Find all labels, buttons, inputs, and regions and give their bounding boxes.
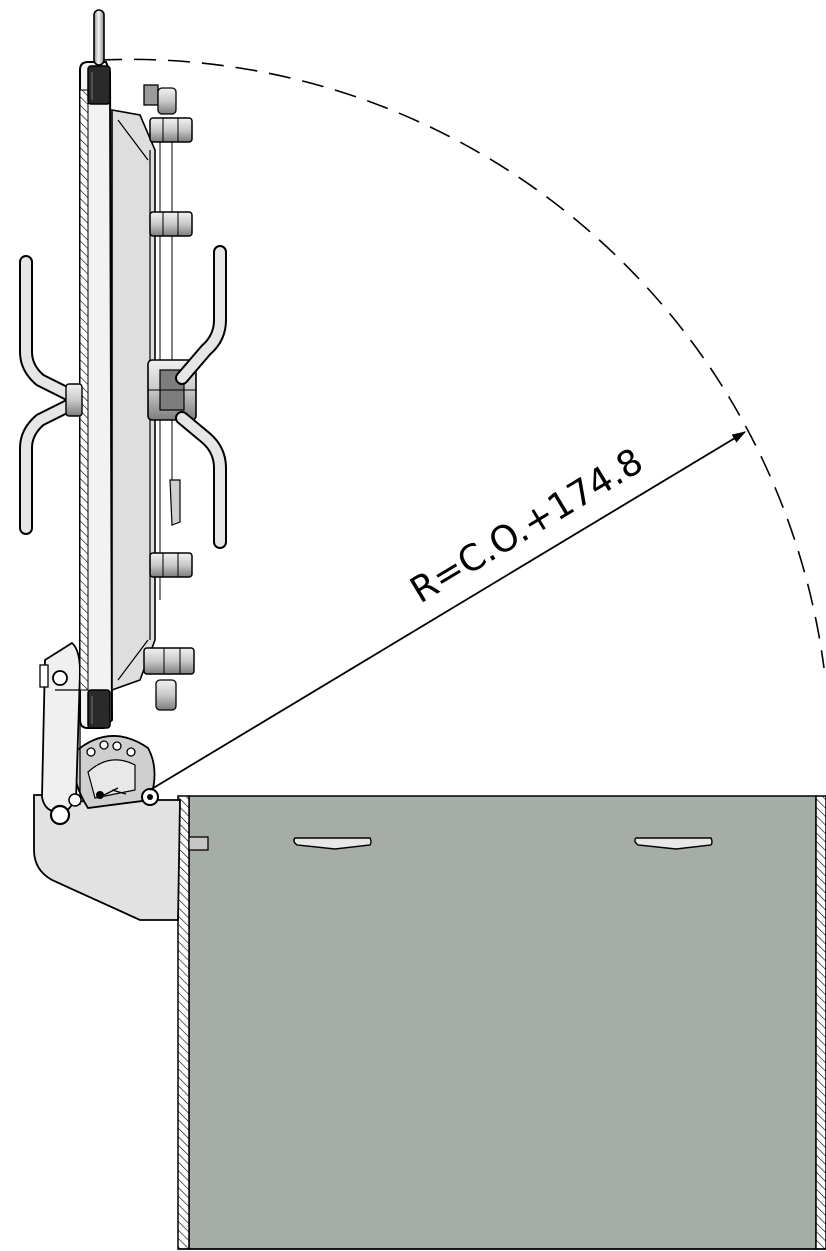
- baffle-slot-right: [634, 837, 713, 850]
- bolt-lower-mid: [149, 552, 193, 578]
- manway-cover: [79, 9, 181, 729]
- bolt-bottom: [143, 647, 195, 711]
- lifting-rod: [93, 9, 105, 66]
- bolt-upper-mid: [149, 211, 193, 237]
- radius-dimension-line: [149, 431, 746, 791]
- handwheel-left: [19, 255, 83, 535]
- nozzle-stub: [188, 836, 209, 851]
- swing-arc: [99, 58, 825, 669]
- handwheel-right: [175, 245, 227, 549]
- radius-dimension-label: R=C.O.+174.8: [404, 441, 651, 612]
- stiffener-frame: [111, 109, 156, 692]
- baffle-slot-left: [293, 837, 372, 850]
- hinge-bracket: [33, 641, 181, 921]
- hinge-pin-small: [96, 791, 104, 799]
- vessel-body: [177, 795, 826, 1250]
- gasket-bottom: [87, 689, 111, 729]
- gasket-top: [87, 65, 111, 105]
- arm-pin-top: [52, 670, 68, 686]
- bolt-top: [143, 84, 193, 143]
- vessel-fill: [188, 795, 817, 1250]
- vessel-wall-right: [815, 795, 826, 1250]
- arm-pin-bottom: [49, 804, 71, 826]
